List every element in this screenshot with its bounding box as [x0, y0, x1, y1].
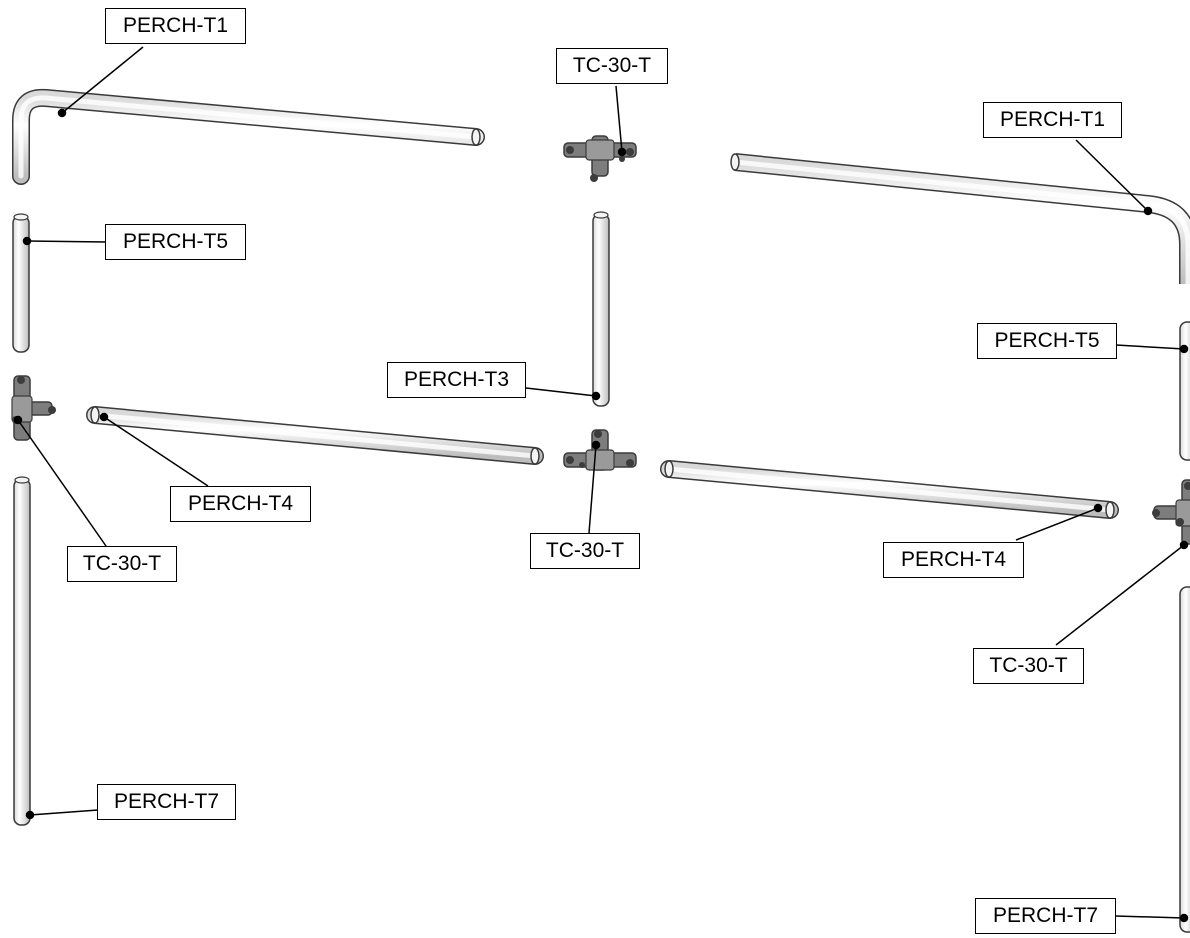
leader-dot-perch-t5-left: [22, 236, 32, 246]
perch-t1-left-tube: [12, 88, 485, 185]
callout-perch-t5-left: PERCH-T5: [105, 224, 246, 260]
perch-t1-right-tube: [730, 153, 1190, 284]
perch-t3-tube: [592, 211, 610, 407]
callout-perch-t7-left: PERCH-T7: [97, 784, 236, 820]
callout-tc30t-top: TC-30-T: [556, 48, 668, 84]
perch-t7-left-tube: [13, 476, 31, 826]
callout-perch-t7-right: PERCH-T7: [975, 898, 1116, 934]
leader-tc30t-top: [615, 85, 623, 153]
leader-dot-tc30t-left: [13, 415, 23, 425]
leader-lines: [13, 46, 1189, 923]
perch-t4-left-tube: [86, 406, 544, 465]
leader-perch-t1-right: [1075, 139, 1149, 212]
leader-perch-t5-left: [26, 240, 107, 243]
callout-perch-t3: PERCH-T3: [387, 362, 526, 398]
perch-t5-left-tube: [12, 213, 30, 353]
tee-fitting-top: [563, 135, 637, 182]
callout-tc30t-center: TC-30-T: [530, 533, 640, 569]
leader-dot-perch-t1-right: [1143, 206, 1153, 216]
leader-perch-t1-left: [61, 46, 144, 114]
tee-fitting-center: [563, 429, 637, 471]
leader-dot-perch-t4-right: [1093, 503, 1103, 513]
callout-perch-t4-right: PERCH-T4: [883, 542, 1024, 578]
leader-perch-t4-left: [103, 416, 209, 487]
leader-dot-tc30t-center: [591, 440, 601, 450]
tee-fitting-left: [11, 375, 56, 441]
perch-t7-right-tube: [1179, 586, 1190, 933]
callout-tc30t-left: TC-30-T: [67, 546, 177, 582]
callout-perch-t1-left: PERCH-T1: [105, 8, 246, 44]
perch-t4-right-tube: [660, 460, 1119, 519]
tee-fitting-right: [1152, 479, 1190, 545]
leader-perch-t4-right: [1015, 507, 1099, 541]
callout-perch-t1-right: PERCH-T1: [983, 102, 1122, 138]
leader-dot-tc30t-top: [617, 147, 627, 157]
leader-dot-perch-t4-left: [99, 412, 109, 422]
leader-perch-t7-right: [1115, 915, 1185, 919]
leader-dot-perch-t5-right: [1179, 344, 1189, 354]
leader-dot-perch-t7-right: [1179, 913, 1189, 923]
perch-t5-right-tube: [1179, 321, 1190, 461]
callout-perch-t4-left: PERCH-T4: [170, 486, 311, 522]
callout-tc30t-right: TC-30-T: [973, 648, 1084, 684]
leader-dot-tc30t-right: [1179, 540, 1189, 550]
leader-perch-t7-left: [29, 809, 99, 816]
leader-dot-perch-t7-left: [25, 810, 35, 820]
leader-perch-t3: [525, 387, 597, 397]
leader-tc30t-left: [17, 419, 107, 547]
leader-dot-perch-t3: [591, 391, 601, 401]
leader-tc30t-right: [1055, 544, 1185, 646]
leader-tc30t-center: [588, 444, 597, 534]
callout-perch-t5-right: PERCH-T5: [977, 323, 1117, 359]
leader-perch-t5-right: [1115, 344, 1185, 350]
leader-dot-perch-t1-left: [57, 108, 67, 118]
